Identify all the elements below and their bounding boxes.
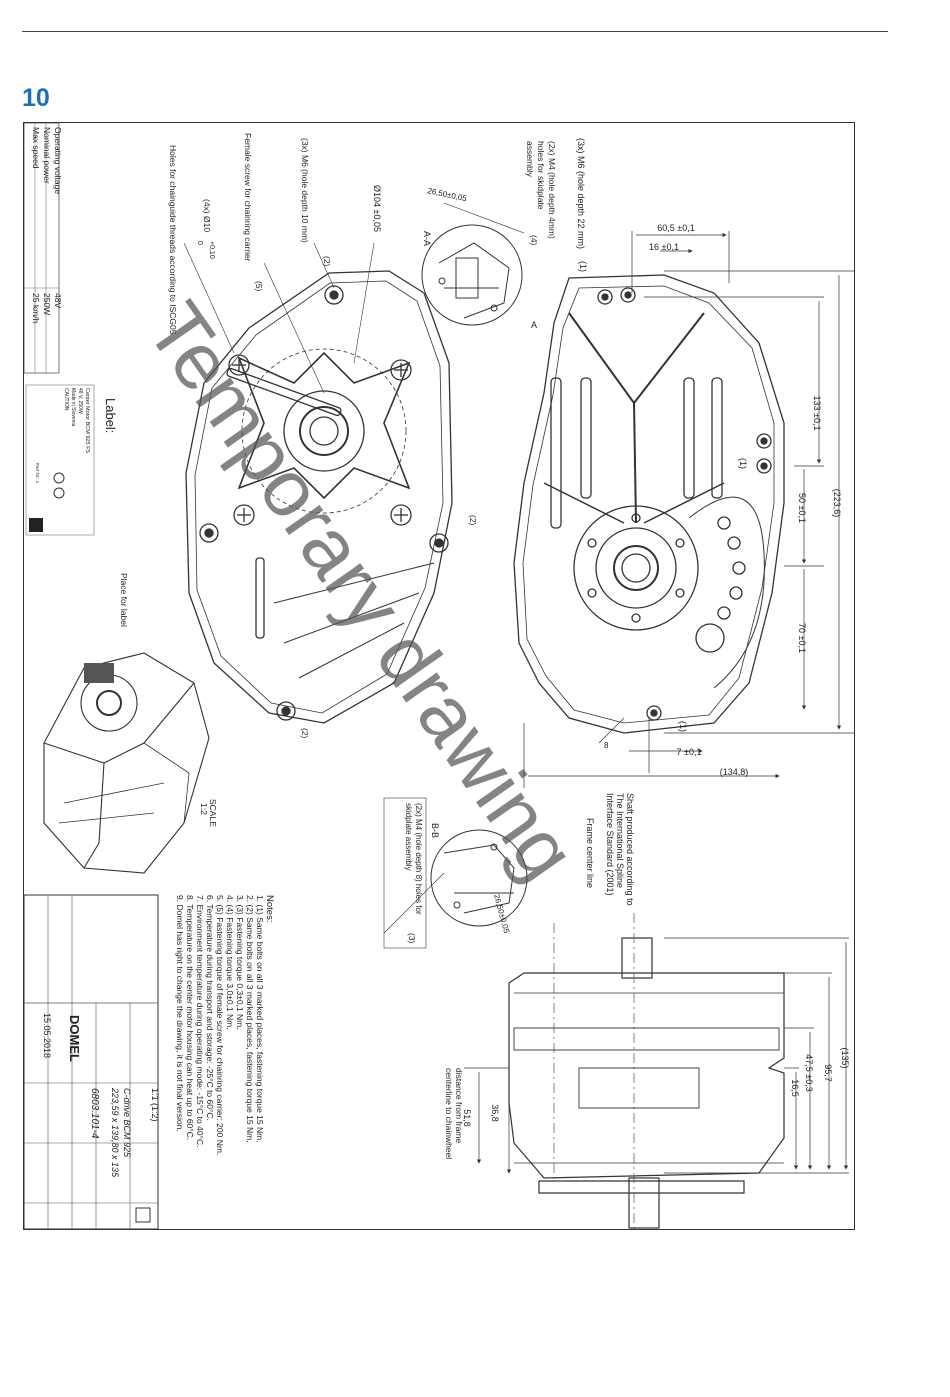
title-block-scale: 1:1 (1:2) [150,1088,160,1122]
callout-n5: (5) [254,281,264,292]
callout-n4: (4) [529,235,539,246]
label-line-4: CAUTION [63,388,69,411]
note-8: 8. Temperature on the center motor housi… [185,895,195,1140]
callout-1b: (1) [738,458,748,469]
dim-8: 8 [604,741,609,750]
dim-47-5: 47,5 ±0,3 [804,1054,814,1091]
dim-223-6: (223,6) [832,489,842,518]
dim-135: (135) [840,1047,850,1068]
title-block: 15.05.2018 DOMEL 1:1 (1:2) C-drive BCM 9… [23,894,160,1230]
front-view-callouts: (2) (2) Place for label SCALE 1:2 [119,515,478,827]
front-view-left [185,270,453,724]
callout-1c: (1) [678,721,688,732]
right-view-dim-text: 60,5 ±0,1 16 ±0,1 133 ±0,1 (223,6) 50 ±0… [531,223,842,777]
spec-value-voltage: 48V [53,293,63,308]
dim-60-5: 60,5 ±0,1 [657,223,694,233]
callout-m4-4b: holes for skidplate [536,141,546,210]
drawing-sheet: Operating voltage Nominal power Max spee… [23,122,859,1230]
dim-50: 50 ±0,1 [797,493,807,523]
isometric-view [43,652,210,874]
technical-drawing: Operating voltage Nominal power Max spee… [23,122,859,1230]
callout-chainguide: Holes for chainguide threads according t… [168,145,178,335]
label-line-2: 48 V, 250W [77,388,83,414]
spec-value-speed: 25 km/h [31,293,41,324]
callout-holes-tol-upper: +0,10 [208,241,215,259]
spec-label-power: Nominal power [42,127,52,184]
note-7: 7. Environment temperature during operat… [195,895,205,1148]
page-number: 10 [22,84,50,112]
dim-16-5: 16,5 [790,1079,800,1097]
product-name: C-drive BCM 925 [122,1088,132,1158]
dim-134-8: (134,8) [720,767,749,777]
section-a-mark: A [531,320,537,330]
callout-n2-right: (2) [468,515,478,526]
note-1: 1. (1) Same bolts on all 3 marked places… [255,895,265,1143]
ce-mark-icon [53,472,65,484]
callout-m4-8b: skidplate assembly [404,803,413,871]
section-aa-detail [421,202,525,326]
brand-logo: DOMEL [67,1015,82,1062]
label-line-1: Center Motor BCM 925 FS [84,388,90,453]
callout-m4-4c: assembly [525,141,535,178]
side-view-right [513,274,785,734]
label-panel: Label: Center Motor BCM 925 FS 48 V, 250… [25,384,118,536]
callout-m4-8: (2x) M4 (hole depth 8) holes for [414,803,423,915]
note-3: 3. (3) Fastening torque 0,3±0,1 Nm. [235,895,245,1030]
dim-phi-104: Ø104 ±0,05 [372,185,382,232]
label-heading: Label: [103,398,118,433]
shaft-view: Shaft produced according to The Internat… [444,793,850,1229]
qr-code-icon [29,518,43,532]
callout-1a: (1) [578,261,588,272]
shaft-standard-3: Interface Standard (2001) [605,793,615,896]
dim-133: 133 ±0,1 [812,396,822,431]
spec-label-voltage: Operating voltage [53,127,63,194]
callout-m6-22: (3x) M6 (hole depth 22 mm) [576,138,586,249]
callout-female-screw: Female screw for chainring carrier [243,133,253,262]
note-6: 6. Temperature during transport and stor… [205,895,215,1121]
dim-7: 7 ±0,1 [677,747,702,757]
product-size: 223,59 x 139,80 x 135 [110,1087,120,1178]
header-rule [22,31,888,32]
section-bb-title: B-B [430,823,440,838]
section-a-angle: 26,50±0,05 [427,186,469,203]
dim-51-8: 51,8 [462,1109,472,1127]
callout-n2-bottom: (2) [300,728,310,739]
notes-block: Notes: 1. (1) Same bolts on all 3 marked… [175,895,275,1155]
right-view-dimensions [523,231,859,788]
note-2: 2. (2) Same bolts on all 3 marked places… [245,895,255,1143]
callout-m6-10: (3x) M6 (hole depth 10 mm) [300,138,310,243]
scale-value: 1:2 [199,803,209,815]
callout-holes-tol-lower: 0 [196,241,203,245]
note-5: 5. (5) Fastening torque of female screw … [215,895,225,1155]
dim-36-8: 36,8 [490,1104,500,1122]
frame-center-line: Frame center line [585,818,595,888]
shaft-standard-1: Shaft produced according to [625,793,635,906]
projection-symbol-icon [135,1207,151,1223]
callout-n3: (3) [407,933,417,944]
note-9: 9. Domel has right to change the drawing… [175,895,185,1132]
shaft-standard-2: The International Spline [615,793,625,888]
shaft-distance-2: centerline to chainwheel [444,1068,454,1159]
recycle-icon [53,487,65,499]
callout-m4-4: (2x) M4 (hole depth 4mm) [547,141,557,239]
section-aa-title: A-A [422,231,432,246]
callout-n2-top: (2) [322,256,332,267]
label-line-5: Part Nr.: 1 [35,463,40,484]
scale-label: SCALE [208,799,218,827]
spec-value-power: 250W [42,293,52,315]
dim-16: 16 ±0,1 [649,242,679,252]
title-block-date: 15.05.2018 [42,1013,52,1058]
shaft-distance-1: distance from frame [454,1068,464,1143]
section-bb-angle: 26,50±0,05 [492,893,511,934]
callout-place-for-label: Place for label [119,573,129,627]
spec-table: Operating voltage Nominal power Max spee… [23,122,63,374]
callout-holes-4x: (4x) Ø10 [202,199,212,232]
notes-title: Notes: [264,895,275,922]
drawing-code: 6803.101-4 [89,1088,100,1139]
dim-95-7: 95,7 [823,1064,833,1082]
spec-label-speed: Max speed [31,127,41,169]
dim-70: 70 ±0,1 [797,623,807,653]
note-4: 4. (4) Fastening torque 3,0±0,1 Nm. [225,895,235,1030]
label-line-3: Made in Slovenia [70,388,76,427]
